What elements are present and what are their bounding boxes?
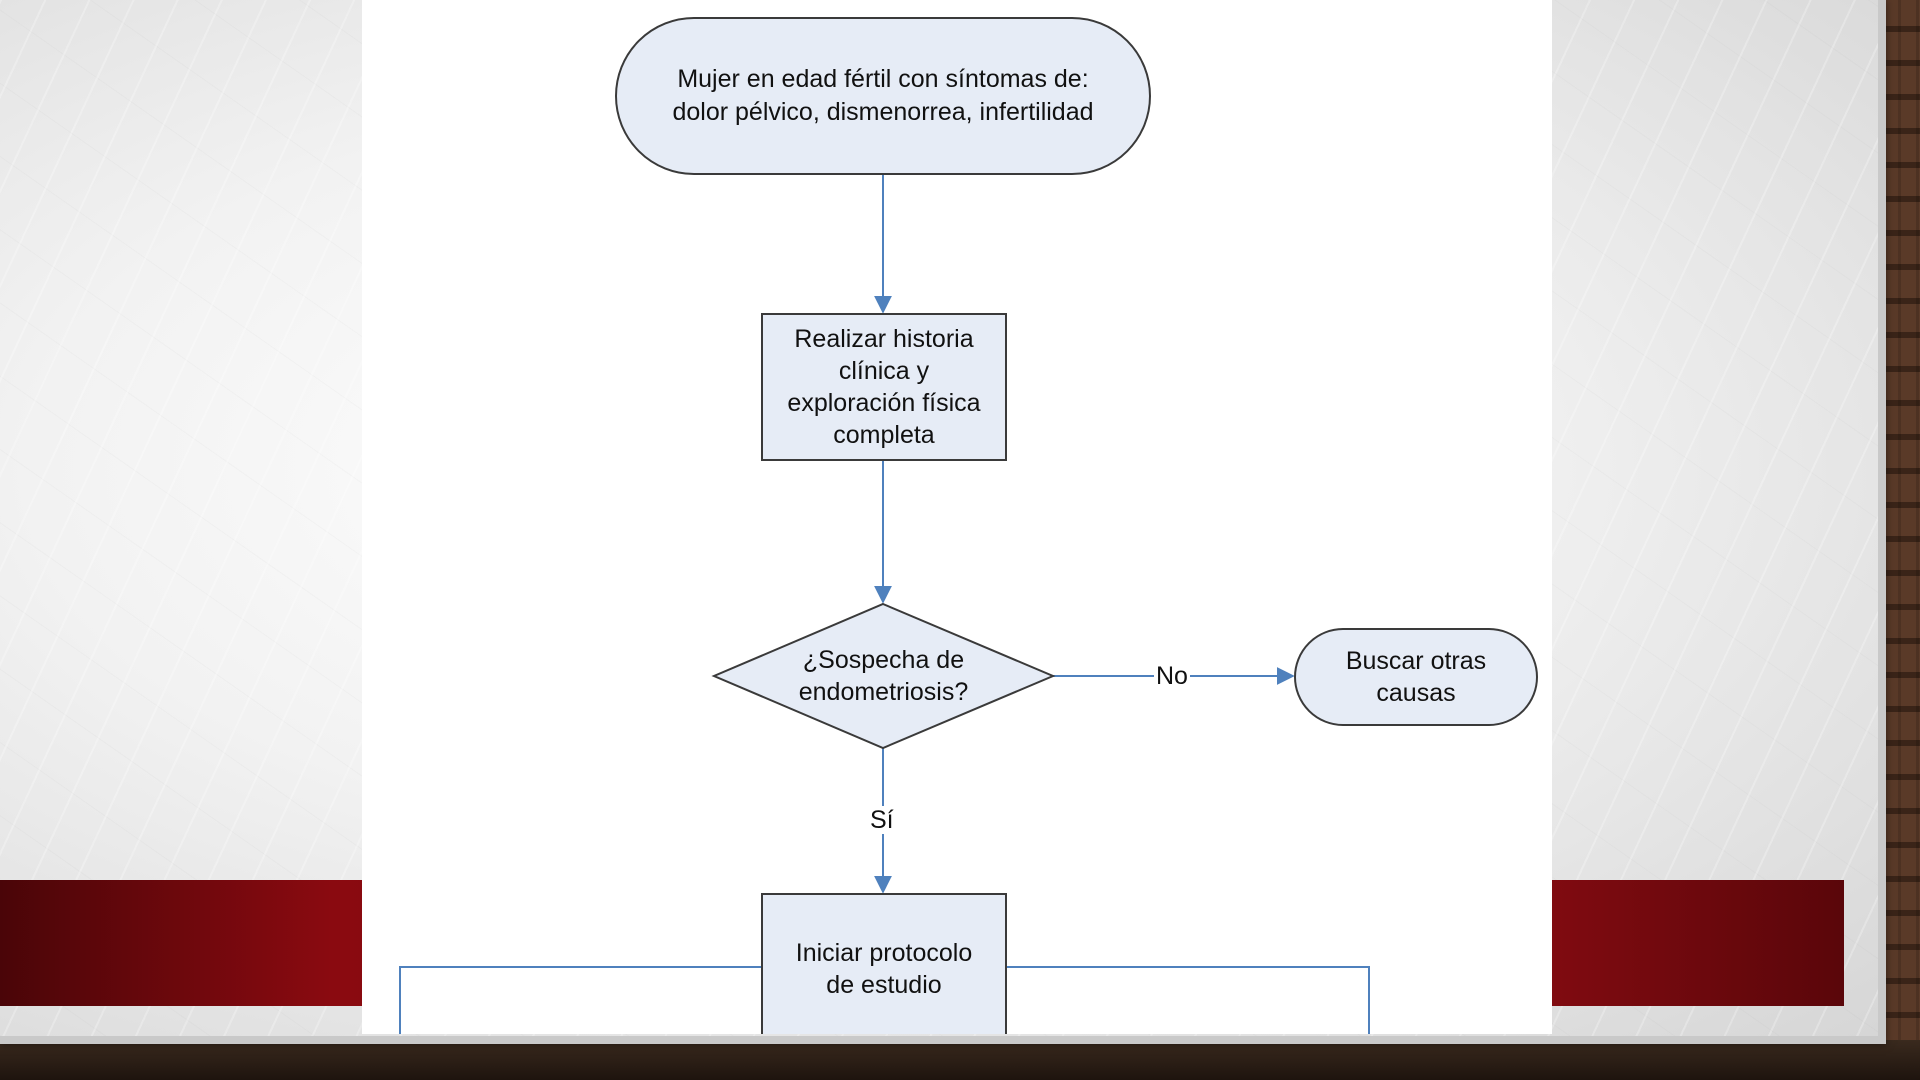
node-start-text: Mujer en edad fértil con síntomas de: do… [672,65,1094,126]
slide: Mujer en edad fértil con síntomas de: do… [0,0,1878,1036]
bottom-dark-band [0,1040,1920,1080]
node-step2-shape [761,893,1007,1034]
node-alt-shape [1294,628,1538,726]
flowchart-panel: Mujer en edad fértil con síntomas de: do… [362,0,1552,1034]
node-decision-shape [711,602,1056,750]
node-alt-text: Buscar otras causas [1345,647,1487,707]
node-step1-text: Realizar historia clínica y exploración … [787,325,981,449]
brick-background [1880,0,1920,1080]
edge-step2-right-branch [1004,966,1370,1034]
flowchart-svg [399,17,1538,1034]
slide-frame: Mujer en edad fértil con síntomas de: do… [0,0,1886,1044]
node-decision-text: ¿Sospecha de endometriosis? [798,646,969,706]
node-start-shape [615,17,1151,175]
node-step1-shape [761,313,1007,461]
edge-step2-left-branch [399,966,762,1034]
node-step2-text: Iniciar protocolo de estudio [795,939,973,999]
edge-label-no: No [1154,662,1190,690]
edge-label-yes: Sí [868,806,896,834]
